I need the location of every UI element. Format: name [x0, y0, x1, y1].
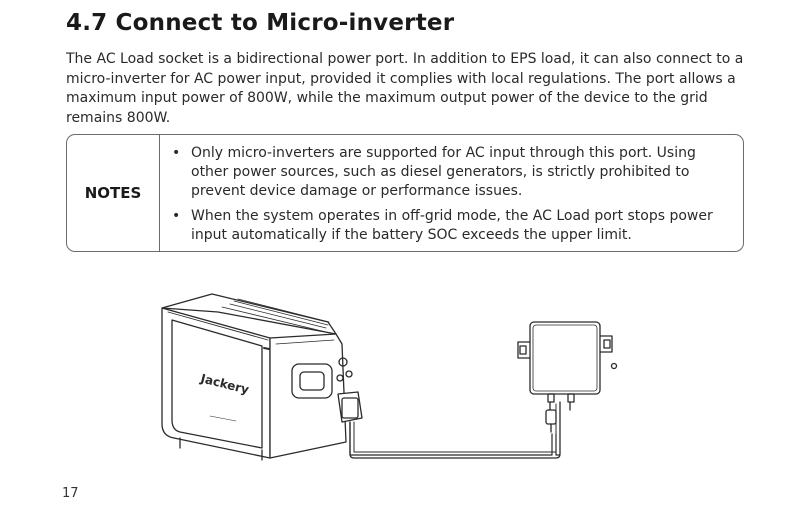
notes-label: NOTES [67, 135, 160, 251]
note-text: When the system operates in off-grid mod… [191, 208, 713, 243]
bullet-icon: • [172, 208, 181, 224]
note-text: Only micro-inverters are supported for A… [191, 145, 696, 199]
notes-box: NOTES • Only micro-inverters are support… [66, 134, 744, 252]
notes-list: • Only micro-inverters are supported for… [160, 135, 743, 251]
page-number: 17 [62, 486, 79, 501]
section-heading: 4.7 Connect to Micro-inverter [66, 10, 455, 36]
power-station-illustration: Jackery [161, 293, 363, 461]
micro-inverter-illustration [517, 321, 618, 433]
note-item: • When the system operates in off-grid m… [172, 207, 731, 245]
note-item: • Only micro-inverters are supported for… [172, 144, 731, 201]
bullet-icon: • [172, 145, 181, 161]
connection-illustration: Jackery [161, 293, 618, 461]
intro-paragraph: The AC Load socket is a bidirectional po… [66, 51, 744, 126]
connection-cable [349, 421, 561, 456]
